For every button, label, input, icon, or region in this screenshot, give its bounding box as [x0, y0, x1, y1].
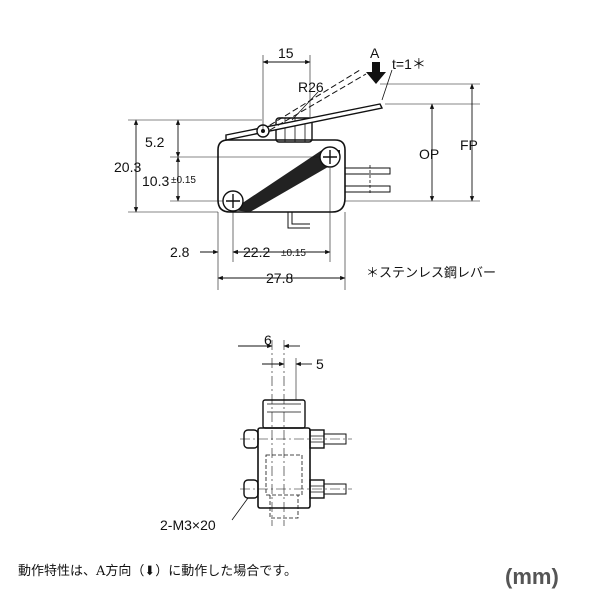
side-terminal-lower	[323, 483, 347, 495]
operation-caption: 動作特性は、A方向（⬇）に動作した場合です。	[18, 564, 297, 579]
terminal-upper	[345, 167, 391, 175]
dim-5-2: 5.2	[145, 134, 165, 150]
direction-a-arrow	[366, 62, 386, 84]
lever	[225, 103, 384, 141]
screw-note: 2-M3×20	[160, 517, 216, 533]
dim-5: 5	[316, 356, 324, 372]
dim-10-3: 10.3	[142, 173, 169, 189]
terminal-bottom	[287, 212, 310, 229]
dim-6: 6	[264, 332, 272, 348]
dim-2-8: 2.8	[170, 244, 190, 260]
dim-10-3-tol: ±0.15	[171, 175, 196, 186]
dim-op: OP	[419, 146, 439, 162]
side-view	[231, 340, 352, 526]
dim-22-2-tol: ±0.15	[281, 248, 306, 259]
dim-15: 15	[278, 45, 294, 61]
label-a: A	[370, 45, 380, 61]
body-band	[232, 150, 340, 212]
lever-note: ＊ステンレス鋼レバー	[366, 266, 496, 281]
dim-20-3: 20.3	[114, 159, 141, 175]
switch-body	[217, 139, 346, 213]
dim-27-8: 27.8	[266, 270, 293, 286]
top-view	[128, 55, 480, 290]
unit-label: (mm)	[505, 564, 559, 589]
terminal-lower	[345, 185, 391, 193]
dim-22-2: 22.2	[243, 244, 270, 260]
t-note: t=1＊	[392, 56, 426, 72]
side-terminal-upper	[323, 433, 347, 445]
dim-r26: R26	[298, 79, 324, 95]
dim-fp: FP	[460, 137, 478, 153]
